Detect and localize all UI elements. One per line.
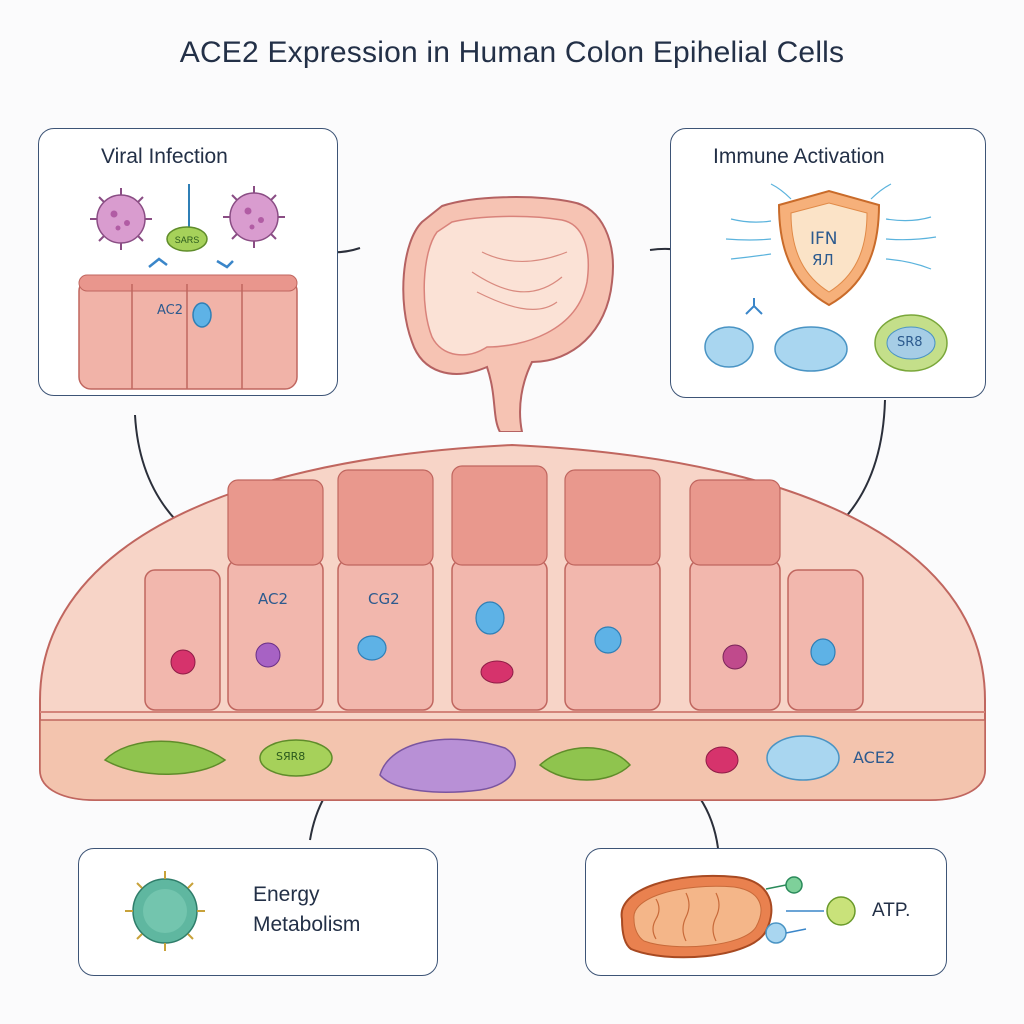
ace2-receptor-icon: [357, 635, 387, 661]
atp-molecule-icon: [785, 876, 803, 894]
shield-label-ifn: IFN: [810, 229, 838, 249]
cell-nucleus-icon: [480, 660, 514, 684]
virus-icon: [90, 188, 152, 250]
energy-metabolism-panel: Energy Metabolism: [78, 848, 438, 976]
cell-nucleus-icon: [170, 649, 196, 675]
svg-text:SARS: SARS: [175, 235, 200, 245]
tissue-cell-label-1: AC2: [258, 590, 289, 608]
colon-wall: [423, 215, 589, 356]
colon-illustration: [402, 196, 614, 432]
ace2-receptor-icon: [594, 626, 622, 654]
virus-icon: [223, 186, 285, 248]
t-cell-icon: [774, 326, 848, 372]
page-title: ACE2 Expression in Human Colon Epihelial…: [179, 36, 845, 69]
receptor-binding-icon: [148, 257, 168, 268]
stroma-label-2: ACE2: [853, 748, 896, 767]
ace2-receptor-icon: [192, 302, 212, 328]
spike-protein-icon: SARS: [166, 184, 208, 252]
t-cell-icon: [766, 735, 840, 781]
cell-nucleus-icon: [255, 642, 281, 668]
ace2-receptor-icon: [810, 638, 836, 666]
energy-metabolism-illustration: [125, 871, 205, 951]
epithelial-cell-columns: [144, 559, 864, 711]
immune-activation-title: Immune Activation: [713, 145, 885, 168]
t-cell-icon: [704, 326, 754, 368]
exosome-icon: [125, 871, 205, 951]
atp-molecule-icon: [765, 922, 787, 944]
atp-panel: ATP.: [585, 848, 947, 976]
fibroblast-icon: [103, 740, 227, 775]
shield-label-secondary: ЯЛ: [812, 251, 834, 269]
stroma-label-1: SЯR8: [276, 750, 306, 763]
immune-activation-panel: Immune Activation IFN ЯЛ SR8: [670, 128, 986, 398]
green-cell-icon: [259, 739, 333, 777]
atp-molecule-icon: [826, 896, 856, 926]
receptor-binding-icon: [216, 259, 234, 269]
viral-infection-title: Viral Infection: [101, 145, 228, 168]
tissue-cell-label-2: CG2: [368, 590, 400, 608]
ace2-receptor-icon: [475, 601, 505, 635]
macrophage-icon: [379, 738, 516, 793]
viral-infection-panel: Viral Infection: [38, 128, 338, 396]
energy-title-line1: Energy: [253, 883, 320, 906]
atp-label: ATP.: [872, 900, 911, 921]
fibroblast-icon: [538, 747, 632, 781]
immune-cell-label: SR8: [897, 335, 923, 350]
antibody-icon: [745, 298, 763, 315]
viral-infection-illustration: SARS: [78, 184, 298, 390]
cell-nucleus-icon: [705, 746, 739, 774]
mitochondrion-illustration: [620, 874, 856, 959]
energy-title-line2: Metabolism: [253, 913, 361, 936]
cell-nucleus-icon: [722, 644, 748, 670]
ace2-cell-label: AC2: [157, 303, 184, 318]
immune-activation-illustration: [704, 183, 948, 372]
